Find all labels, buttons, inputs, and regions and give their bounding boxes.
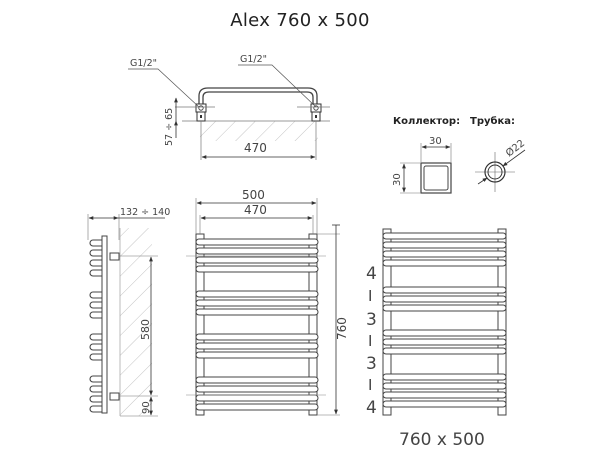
height-label: 760 [335, 317, 349, 340]
collector-width-label: 30 [429, 136, 442, 147]
schematic-view [382, 228, 507, 416]
collector-profile [400, 143, 452, 194]
group-label-1: 4 [366, 264, 377, 284]
side-view [87, 214, 165, 417]
tube-diameter-label: Ø22 [503, 137, 527, 159]
wall-hatch [200, 121, 318, 141]
side-wall-hatch [120, 228, 152, 416]
connector-spacing-label: 580 [139, 319, 152, 340]
front-view [186, 198, 340, 416]
top-view [128, 64, 330, 160]
size-caption: 760 x 500 [399, 430, 485, 450]
connector-width-label: 470 [244, 141, 267, 155]
drawing-title: Alex 760 x 500 [230, 10, 370, 31]
wall-distance-label: 57 ÷ 65 [164, 108, 175, 146]
connector-left-label: G1/2" [130, 58, 157, 69]
tube-profile [475, 149, 526, 192]
collector-height-label: 30 [392, 173, 403, 186]
axis-width-label: 470 [244, 203, 267, 217]
group-separator-3: I [368, 376, 372, 394]
bottom-offset-label: 90 [141, 401, 152, 414]
group-label-2: 3 [366, 310, 377, 330]
group-label-3: 3 [366, 354, 377, 374]
connector-right-label: G1/2" [240, 54, 267, 65]
group-separator-1: I [368, 287, 372, 305]
collector-label: Коллектор: [393, 116, 460, 127]
group-separator-2: I [368, 332, 372, 350]
overall-width-label: 500 [242, 188, 265, 202]
tube-label: Трубка: [470, 115, 515, 127]
group-label-4: 4 [366, 398, 377, 418]
depth-label: 132 ÷ 140 [120, 207, 170, 218]
